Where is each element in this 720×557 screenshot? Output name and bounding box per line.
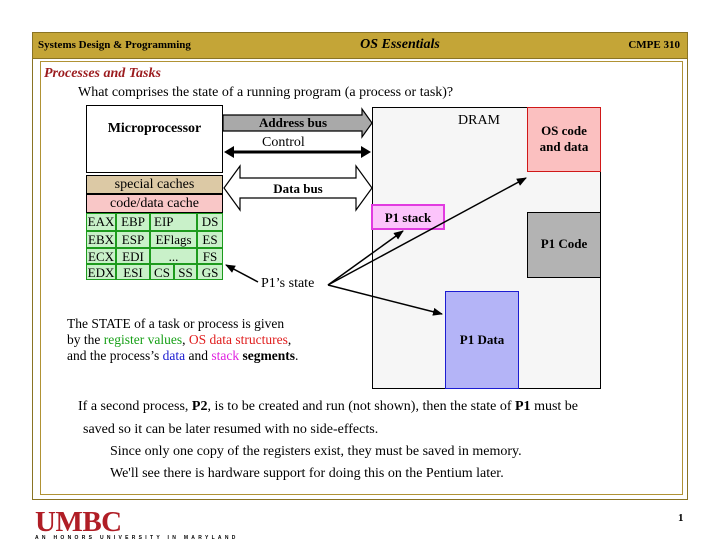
- state-to-os-arrow: [327, 177, 527, 286]
- umbc-tagline: AN HONORS UNIVERSITY IN MARYLAND: [35, 535, 239, 541]
- register-edi: EDI: [116, 248, 150, 264]
- register-values-text: register values: [103, 331, 183, 347]
- os-code-line2: and data: [539, 139, 589, 155]
- dram-label: DRAM: [458, 113, 501, 128]
- os-code-line1: OS code: [541, 123, 587, 138]
- register-es: ES: [197, 231, 223, 248]
- state-line3: and the process’s data and stack segment…: [67, 347, 299, 363]
- umbc-logo: UMBC: [35, 506, 122, 538]
- register-ds: DS: [197, 213, 223, 231]
- register-ecx: ECX: [86, 248, 116, 264]
- register-esi: ESI: [116, 264, 150, 280]
- state-to-registers-arrow: [225, 264, 259, 283]
- data-text: data: [162, 347, 186, 363]
- microprocessor-box: [86, 105, 223, 173]
- state-to-stack-arrow: [327, 230, 404, 286]
- register-ss: SS: [174, 264, 197, 280]
- p1-state-label: P1’s state: [261, 276, 315, 291]
- slide-title: Processes and Tasks: [44, 66, 161, 81]
- register-fs: FS: [197, 248, 223, 264]
- register-ellipsis: ...: [150, 248, 197, 264]
- os-code-and-data: OS code and data: [527, 107, 601, 172]
- page-number: 1: [678, 512, 684, 524]
- register-gs: GS: [197, 264, 223, 280]
- data-bus-label: Data bus: [273, 181, 323, 196]
- intro-question: What comprises the state of a running pr…: [78, 85, 454, 100]
- control-label: Control: [262, 135, 305, 150]
- address-bus-arrow: [222, 107, 373, 139]
- register-edx: EDX: [86, 264, 116, 280]
- register-ebx: EBX: [86, 231, 116, 248]
- address-bus-label: Address bus: [258, 115, 328, 130]
- paragraph-line2: saved so it can be later resumed with no…: [83, 422, 379, 437]
- p1-data: P1 Data: [445, 291, 519, 389]
- state-description: The STATE of a task or process is given …: [67, 316, 298, 363]
- segments-text: segments: [242, 347, 295, 363]
- microprocessor-label: Microprocessor: [107, 121, 202, 136]
- state-to-data-arrow: [327, 284, 443, 316]
- slide-frame: [32, 58, 688, 500]
- register-cs: CS: [150, 264, 174, 280]
- register-esp: ESP: [116, 231, 150, 248]
- os-data-structures-text: OS data structures: [188, 331, 288, 347]
- slide-frame-inner: [40, 61, 683, 495]
- data-bus-arrow: [223, 164, 373, 212]
- register-ebp: EBP: [116, 213, 150, 231]
- course-title: Systems Design & Programming: [38, 39, 191, 51]
- register-eflags: EFlags: [150, 231, 197, 248]
- code-data-cache: code/data cache: [86, 194, 223, 213]
- register-eax: EAX: [86, 213, 116, 231]
- special-caches: special caches: [86, 175, 223, 194]
- stack-text: stack: [211, 347, 240, 363]
- slide-topic: OS Essentials: [360, 37, 440, 52]
- p1-stack: P1 stack: [371, 204, 445, 230]
- p1-code: P1 Code: [527, 212, 601, 278]
- paragraph-line3: Since only one copy of the registers exi…: [110, 444, 522, 459]
- state-line2: by the register values, OS data structur…: [67, 331, 292, 347]
- register-eip: EIP: [150, 213, 197, 231]
- state-line1: The STATE of a task or process is given: [67, 316, 285, 331]
- paragraph-line1: If a second process, P2, is to be create…: [78, 399, 579, 414]
- course-code: CMPE 310: [628, 39, 680, 51]
- paragraph-line4: We'll see there is hardware support for …: [110, 466, 504, 481]
